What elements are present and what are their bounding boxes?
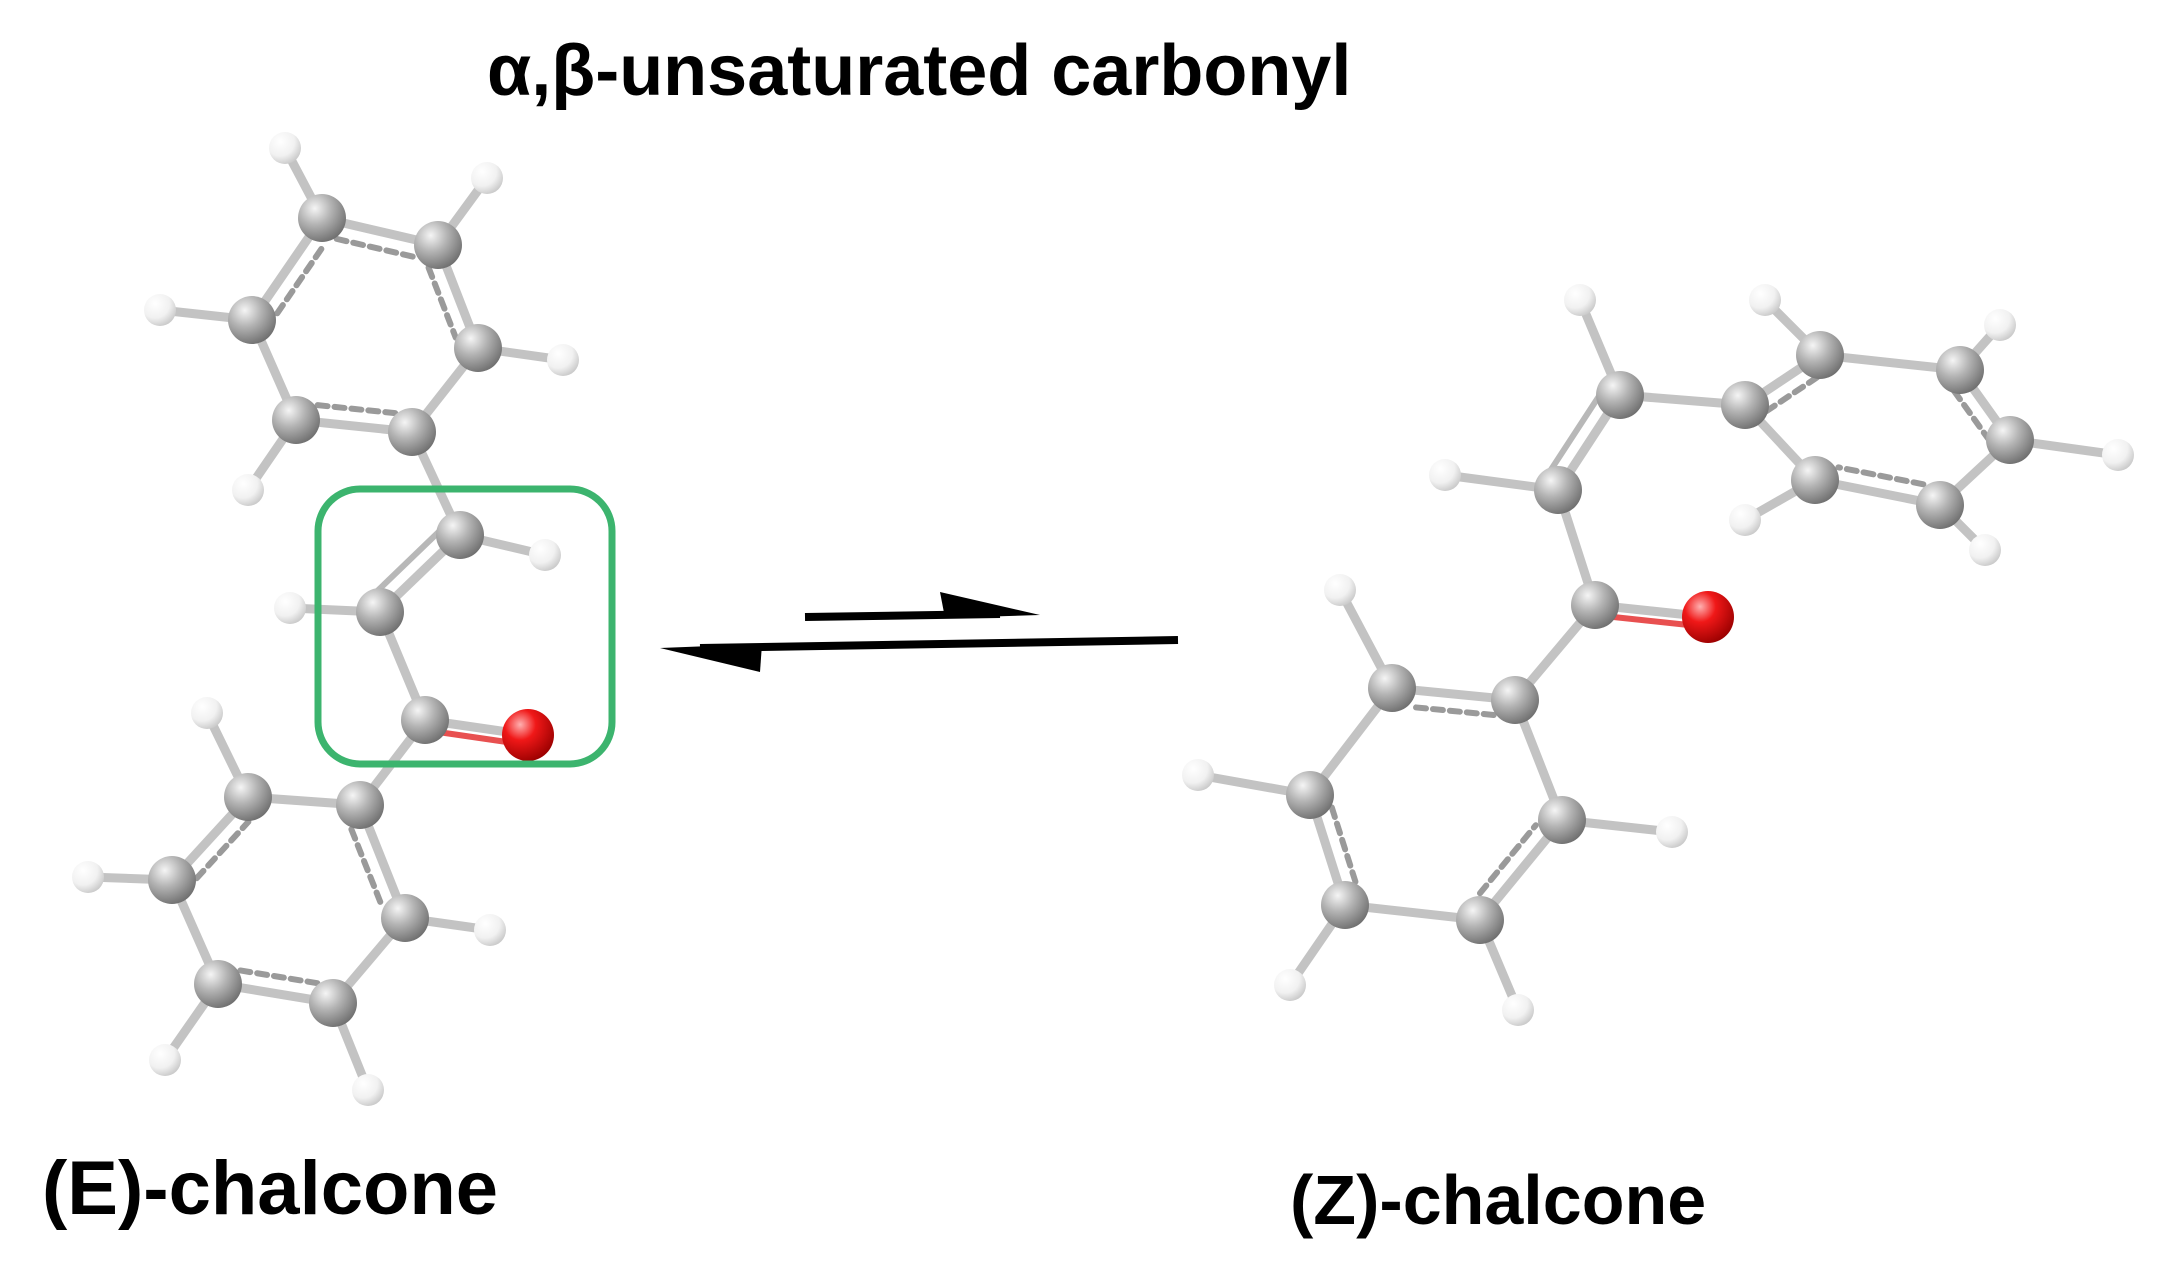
z-chalcone-atoms [1182, 284, 2134, 1026]
e-hydrogen-atom [232, 474, 264, 506]
z-hydrogen-atom [1729, 504, 1761, 536]
z-carbon-atom [1721, 381, 1769, 429]
z-aromatic-bond [1951, 388, 1992, 442]
z-chalcone-molecule [1182, 284, 2134, 1026]
e-aromatic-bond [274, 240, 328, 317]
forward-arrow [804, 592, 1040, 621]
z-carbon-atom [1456, 896, 1504, 944]
e-hydrogen-atom [72, 861, 104, 893]
z-double-bond [1546, 392, 1603, 475]
e-carbon-atom [356, 588, 404, 636]
z-aromatic-bond [1328, 804, 1359, 886]
e-carbon-atom [194, 960, 242, 1008]
e-hydrogen-atom [352, 1074, 384, 1106]
z-carbon-atom [1571, 581, 1619, 629]
z-hydrogen-atom [2102, 439, 2134, 471]
z-carbon-atom [1936, 346, 1984, 394]
e-carbon-atom [336, 781, 384, 829]
e-aromatic-bond [425, 264, 459, 341]
e-aromatic-bond [348, 826, 386, 910]
e-carbon-atom [148, 856, 196, 904]
e-carbon-atom [272, 396, 320, 444]
e-carbon-atom [224, 773, 272, 821]
z-carbon-atom [1491, 676, 1539, 724]
z-carbon-atom [1538, 796, 1586, 844]
e-double-bond [373, 527, 444, 596]
z-hydrogen-atom [1182, 759, 1214, 791]
e-hydrogen-atom [529, 539, 561, 571]
e-chalcone-bonds [83, 143, 568, 1095]
e-aromatic-bond [236, 967, 321, 987]
z-aromatic-bond [1763, 374, 1821, 415]
z-carbon-atom [1368, 664, 1416, 712]
e-oxygen-atom [502, 709, 554, 761]
e-carbon-atom [298, 194, 346, 242]
e-hydrogen-atom [547, 344, 579, 376]
e-chalcone-atoms [72, 132, 579, 1106]
z-hydrogen-atom [1564, 284, 1596, 316]
z-oxygen-atom [1682, 591, 1734, 643]
alpha-beta-unsaturated-carbonyl-highlight [314, 485, 616, 768]
z-carbon-atom [1916, 481, 1964, 529]
z-carbon-atom [1796, 331, 1844, 379]
z-hydrogen-atom [1984, 309, 2016, 341]
e-carbon-atom [436, 511, 484, 559]
e-hydrogen-atom [274, 592, 306, 624]
z-double-bond [1602, 613, 1699, 629]
e-hydrogen-atom [144, 294, 176, 326]
z-aromatic-bond [1407, 703, 1497, 718]
z-aromatic-bond [1476, 822, 1539, 897]
z-carbon-atom [1791, 456, 1839, 504]
e-carbon-atom [388, 408, 436, 456]
z-hydrogen-atom [1749, 284, 1781, 316]
z-carbon-atom [1596, 371, 1644, 419]
diagram-title: α,β-unsaturated carbonyl [487, 31, 1352, 111]
e-aromatic-bond [193, 818, 252, 882]
e-carbon-atom [228, 296, 276, 344]
e-carbon-atom [401, 696, 449, 744]
z-aromatic-bond [1835, 464, 1927, 488]
e-hydrogen-atom [149, 1044, 181, 1076]
z-carbon-atom [1986, 416, 2034, 464]
z-hydrogen-atom [1969, 534, 2001, 566]
e-hydrogen-atom [471, 162, 503, 194]
e-chalcone-label: (E)-chalcone [42, 1146, 499, 1231]
z-hydrogen-atom [1502, 994, 1534, 1026]
e-aromatic-bond [313, 402, 399, 417]
z-hydrogen-atom [1324, 574, 1356, 606]
e-chalcone-molecule [72, 132, 579, 1106]
z-chalcone-label: (Z)-chalcone [1290, 1161, 1707, 1239]
z-hydrogen-atom [1274, 969, 1306, 1001]
z-hydrogen-atom [1429, 459, 1461, 491]
z-hydrogen-atom [1656, 816, 1688, 848]
e-carbon-atom [381, 894, 429, 942]
e-hydrogen-atom [269, 132, 301, 164]
reverse-arrow [660, 636, 1179, 672]
e-hydrogen-atom [191, 697, 223, 729]
z-carbon-atom [1321, 881, 1369, 929]
e-carbon-atom [454, 324, 502, 372]
e-carbon-atom [309, 979, 357, 1027]
e-double-bond [430, 728, 520, 747]
e-carbon-atom [414, 221, 462, 269]
equilibrium-arrows [660, 592, 1179, 672]
e-hydrogen-atom [474, 914, 506, 946]
z-carbon-atom [1534, 466, 1582, 514]
e-aromatic-bond [333, 235, 419, 261]
z-carbon-atom [1286, 771, 1334, 819]
